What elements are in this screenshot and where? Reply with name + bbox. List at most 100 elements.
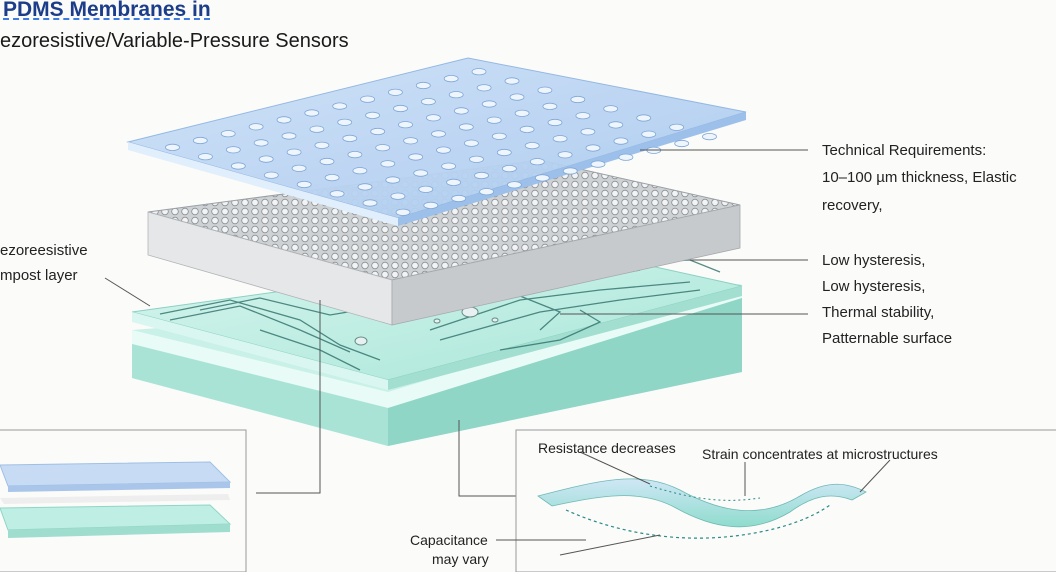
microstructure-dot [674, 139, 690, 148]
microstructure-dot [413, 169, 429, 177]
microstructure-dot [476, 84, 492, 92]
microstructure-dot [474, 171, 489, 180]
microstructure-dot [332, 102, 348, 110]
microstructure-dot [225, 146, 241, 154]
microstructure-dot [390, 192, 406, 200]
microstructure-dot [192, 136, 208, 145]
microstructure-dot [469, 155, 484, 163]
microstructure-dot [613, 137, 629, 145]
microstructure-dot [451, 194, 467, 203]
microstructure-dot [471, 68, 487, 76]
microstructure-dot [529, 158, 545, 166]
microstructure-dot [585, 144, 601, 152]
microstructure-dot [441, 162, 457, 170]
microstructure-dot [519, 125, 535, 133]
microstructure-dot [347, 151, 363, 159]
microstructure-dot [641, 130, 657, 138]
microstructure-dot [557, 151, 573, 159]
microstructure-dot [342, 134, 358, 142]
microstructure-dot [425, 114, 441, 122]
microstructure-dot [496, 148, 512, 157]
microstructure-dot [458, 123, 474, 131]
microstructure-dot [357, 183, 373, 191]
microstructure-dot [562, 167, 578, 175]
property-label: Low hysteresis, [822, 278, 926, 295]
microstructure-dot [387, 88, 403, 96]
property-label: Low hysteresis, [822, 252, 926, 269]
microstructure-dot [636, 114, 652, 122]
microstructure-dot [291, 164, 307, 172]
microstructure-dot [360, 95, 376, 103]
microstructure-dot [446, 178, 462, 186]
microstructure-dot [329, 190, 345, 198]
tech-requirements-line: 10–100 µm thickness, Elastic [822, 169, 1017, 186]
microstructure-dot [463, 139, 479, 147]
microstructure-dot [542, 102, 558, 111]
microstructure-dot [481, 100, 497, 108]
microstructure-dot [230, 162, 246, 170]
microstructure-dot [575, 112, 591, 120]
microstructure-dot [443, 75, 459, 83]
microstructure-dot [491, 132, 507, 140]
property-label: Patternable surface [822, 330, 953, 347]
microstructure-dot [501, 165, 517, 173]
microstructure-dot [263, 171, 279, 179]
piezoresistive-label: ezoreesistive [0, 242, 88, 259]
microstructure-dot [286, 148, 302, 156]
microstructure-dot [319, 157, 335, 166]
microstructure-dot [352, 167, 368, 175]
microstructure-dot [403, 137, 419, 145]
microstructure-dot [258, 155, 274, 163]
microstructure-dot [253, 139, 269, 147]
microstructure-dot [590, 160, 606, 168]
microstructure-dot [408, 153, 424, 161]
microstructure-dot [534, 174, 550, 182]
microstructure-dot [448, 91, 464, 99]
microstructure-dot [281, 132, 297, 140]
top-membrane-layer [126, 57, 747, 226]
microstructure-dot [423, 201, 439, 209]
microstructure-dot [702, 133, 717, 141]
microstructure-dot [365, 111, 381, 120]
microstructure-dot [504, 77, 520, 85]
microstructure-dot [362, 199, 378, 207]
microstructure-dot [431, 130, 446, 138]
microstructure-dot [514, 109, 530, 117]
microstructure-dot [398, 121, 413, 129]
microstructure-dot [248, 123, 264, 131]
microstructure-dot [418, 185, 434, 193]
microstructure-dot [220, 130, 236, 138]
microstructure-dot [479, 188, 495, 196]
microstructure-dots [165, 68, 717, 216]
inset-layer-stack [0, 429, 247, 572]
leader-lines [104, 149, 808, 497]
microstructure-dot [603, 105, 619, 113]
microstructure-dot [337, 118, 353, 126]
microstructure-dot [375, 144, 391, 152]
microstructure-dot [197, 153, 213, 161]
mesh-layer [147, 159, 741, 326]
resistance-label: Resistance decreases [538, 440, 676, 456]
inset-bending-membrane [496, 429, 1056, 572]
microstructure-dot [618, 153, 634, 161]
tech-requirements-heading: Technical Requirements: [822, 142, 987, 159]
microstructure-dot [509, 93, 525, 101]
microstructure-dot [552, 135, 568, 143]
microstructure-dot [393, 104, 408, 113]
microstructure-dot [453, 107, 469, 115]
microstructure-dot [415, 81, 431, 90]
microstructure-dot [524, 142, 540, 150]
microstructure-dot [420, 98, 436, 106]
title-line-2: ezoresistive/Variable-Pressure Sensors [0, 30, 349, 52]
microstructure-dot [608, 121, 624, 129]
microstructure-dot [486, 116, 502, 124]
microstructure-dot [547, 118, 563, 127]
microstructure-dot [570, 95, 586, 104]
microstructure-dot [370, 127, 386, 136]
microstructure-dot [395, 208, 411, 216]
capacitance-label: Capacitance [410, 532, 488, 548]
microstructure-dot [276, 116, 292, 124]
microstructure-dot [537, 86, 553, 94]
property-label: Thermal stability, [822, 304, 935, 321]
